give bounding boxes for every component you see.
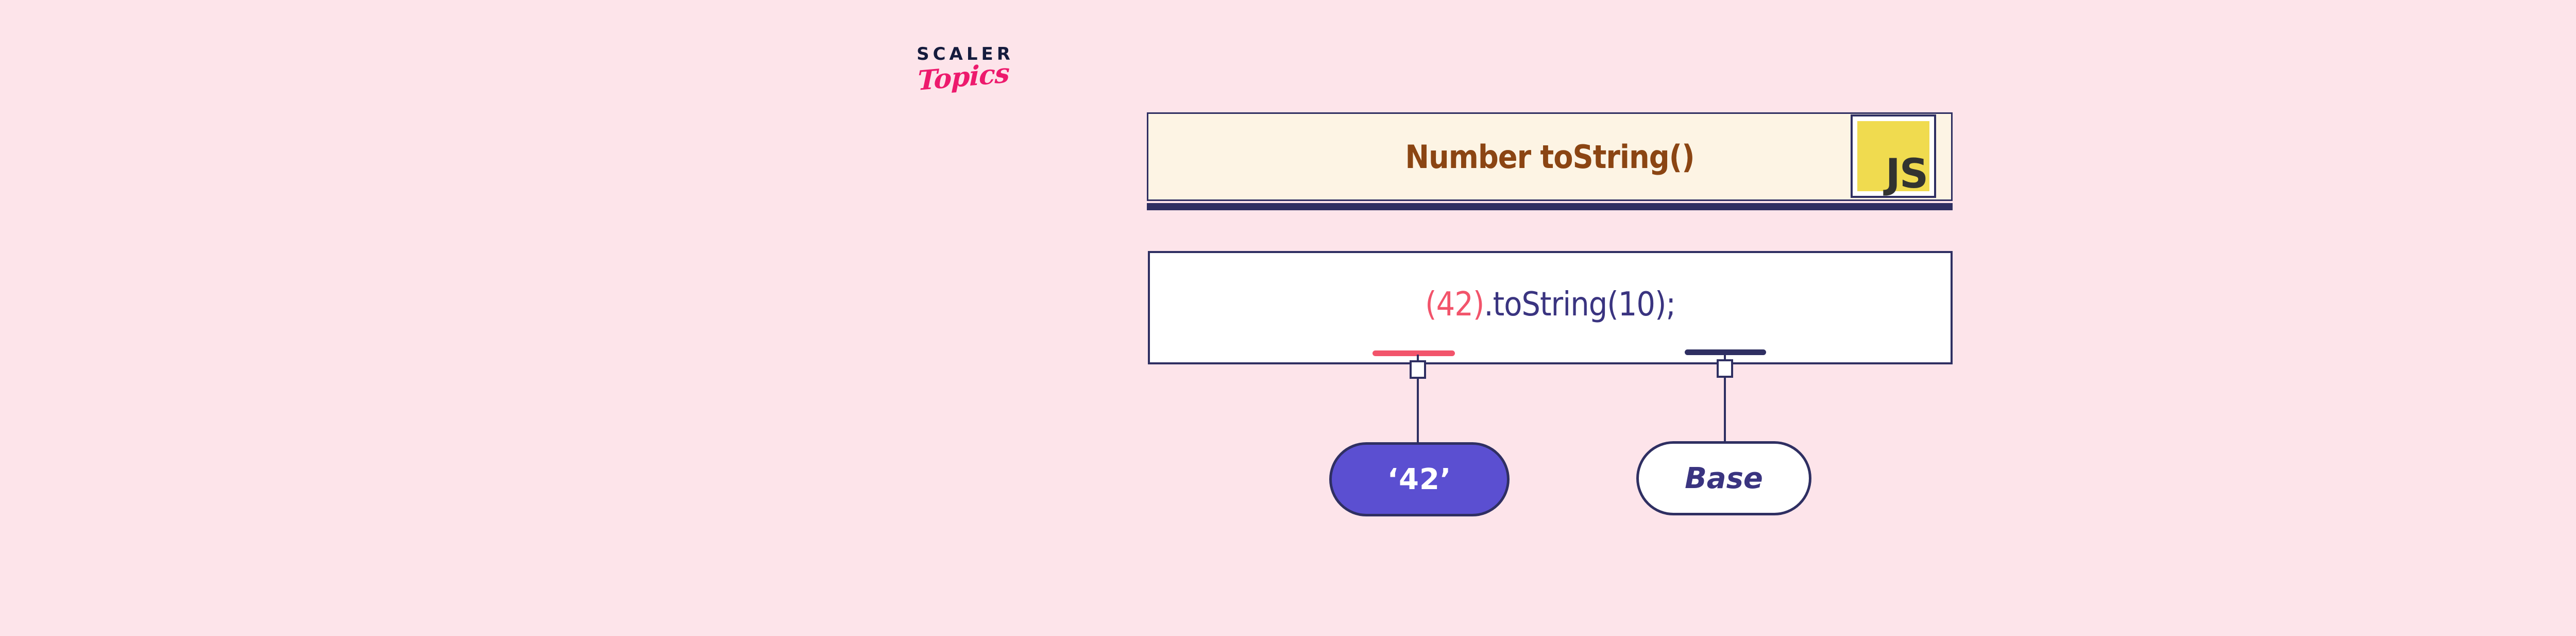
underline-value (1372, 350, 1455, 356)
page-title: Number toString() (1405, 138, 1694, 176)
callout-pill-value-label: ‘42’ (1387, 462, 1452, 496)
connector-node-base (1717, 359, 1733, 378)
connector-line-value (1417, 355, 1419, 446)
code-argument-value: (42) (1425, 286, 1484, 324)
javascript-badge-icon: JS (1851, 114, 1936, 198)
javascript-badge-label: JS (1885, 151, 1928, 197)
code-method-call: .toString(10); (1484, 286, 1675, 324)
code-snippet: (42).toString(10); (1425, 286, 1676, 324)
underline-base (1685, 349, 1766, 355)
scaler-topics-logo: SCALER Topics (896, 45, 1030, 123)
connector-node-value (1410, 360, 1426, 379)
title-bar-bottom-accent (1147, 203, 1953, 210)
callout-pill-base: Base (1636, 441, 1811, 515)
connector-line-base (1724, 354, 1726, 445)
callout-pill-value: ‘42’ (1329, 442, 1510, 516)
callout-pill-base-label: Base (1685, 461, 1763, 495)
title-bar: Number toString() (1147, 112, 1953, 201)
code-snippet-box: (42).toString(10); (1148, 251, 1953, 364)
javascript-badge-square: JS (1857, 121, 1929, 197)
logo-wordmark-scaler: SCALER (917, 44, 1014, 64)
